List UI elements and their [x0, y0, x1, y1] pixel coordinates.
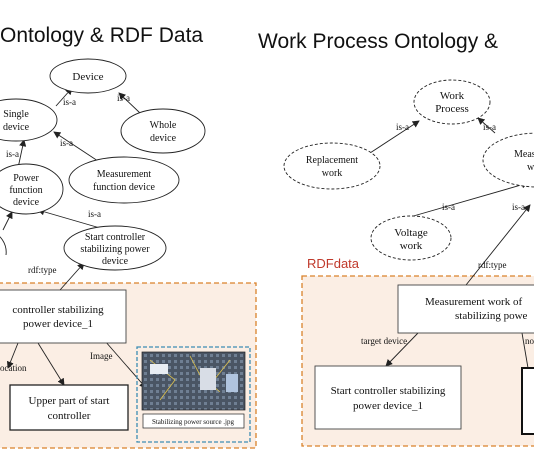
label-isa-r2: is-a — [483, 122, 496, 132]
edge-target-device — [385, 332, 419, 367]
label-image: Image — [90, 351, 113, 361]
label-isa-4: is-a — [6, 149, 19, 159]
edge-voltage-to-meas — [409, 181, 529, 218]
node-measurement-instance: Measurement work of stabilizing powe — [397, 284, 534, 334]
photo-panel-1 — [150, 364, 168, 374]
rdfdata-label: RDFdata — [307, 256, 360, 271]
label-isa-1: is-a — [63, 97, 76, 107]
photo-panel-2 — [200, 368, 216, 390]
meas-instance-line2: stabilizing powe — [455, 310, 528, 322]
node-upper-part: Upper part of start controller — [9, 384, 129, 431]
node-measurement-work-partial: Meas w — [482, 132, 534, 188]
node-single-device-line1: Single — [3, 109, 29, 120]
photo-caption: Stabilizing power source .jpg — [152, 418, 235, 426]
photo-box: Stabilizing power source .jpg — [136, 346, 251, 443]
label-isa-5: is-a — [88, 209, 101, 219]
node-single-device-line2: device — [3, 122, 30, 133]
controller-instance-line1: controller stabilizing — [12, 304, 104, 316]
node-start-line3: device — [102, 256, 129, 267]
node-device-label: Device — [72, 71, 103, 83]
work-process-line1: Work — [440, 90, 465, 102]
upper-part-line1: Upper part of start — [29, 395, 110, 407]
left-title: Ontology & RDF Data — [0, 24, 203, 47]
node-device: Device — [49, 58, 127, 94]
label-rdftype-right: rdf:type — [478, 260, 507, 270]
node-whole-device-line1: Whole — [150, 120, 177, 131]
node-right-partial-box — [521, 367, 534, 435]
meas-partial-line1: Meas — [514, 149, 534, 160]
start-instance-line1: Start controller stabilizing — [331, 385, 446, 397]
node-start-line2: stabilizing power — [80, 244, 150, 255]
label-location: ocation — [0, 363, 27, 373]
edge-no-partial — [521, 332, 529, 369]
photo-panel-3 — [226, 374, 238, 392]
edge-meas-to-work — [477, 117, 496, 134]
node-replacement-work: Replacement work — [283, 142, 381, 190]
node-power-line1: Power — [13, 173, 39, 184]
label-isa-3: is-a — [60, 138, 73, 148]
label-no-partial: no — [525, 336, 534, 346]
edge-replacement-to-work — [369, 120, 420, 154]
replacement-line1: Replacement — [306, 155, 358, 166]
controller-instance-line2: power device_1 — [23, 318, 93, 330]
start-instance-line2: power device_1 — [353, 400, 423, 412]
node-voltage-work: Voltage work — [370, 215, 452, 261]
meas-instance-line1: Measurement work of — [425, 296, 522, 308]
node-work-process: Work Process — [413, 79, 491, 125]
edge-partial-to-power — [2, 211, 13, 231]
label-isa-2: is-a — [117, 93, 130, 103]
replacement-line2: work — [322, 168, 343, 179]
node-power-line3: device — [13, 197, 40, 208]
node-start-line1: Start controller — [85, 232, 146, 243]
label-isa-r1: is-a — [396, 122, 409, 132]
label-rdftype-left: rdf:type — [28, 265, 57, 275]
edge-measure-to-single — [53, 131, 105, 166]
meas-partial-line2: w — [527, 162, 534, 173]
node-controller-instance: controller stabilizing power device_1 — [0, 289, 127, 344]
label-isa-r3: is-a — [442, 202, 455, 212]
label-isa-r4: is-a — [512, 202, 525, 212]
work-process-line2: Process — [435, 103, 469, 115]
edge-instance-type — [59, 262, 85, 291]
label-target-device: target device — [361, 336, 407, 346]
node-measure-line1: Measurement — [97, 169, 152, 180]
node-partial-left — [0, 236, 7, 256]
node-single-device: Single device — [0, 98, 58, 142]
node-measure-line2: function device — [93, 182, 155, 193]
edge-upper-part — [37, 342, 65, 386]
edge-start-to-power — [37, 208, 101, 229]
node-whole-device: Whole device — [120, 108, 206, 154]
edge-power-to-single — [17, 139, 27, 169]
voltage-line2: work — [400, 240, 423, 252]
right-title: Work Process Ontology & — [258, 30, 498, 53]
edge-location — [6, 342, 19, 369]
node-measurement-function-device: Measurement function device — [68, 156, 180, 204]
node-power-line2: function — [9, 185, 42, 196]
node-start-controller-instance: Start controller stabilizing power devic… — [314, 365, 462, 430]
upper-part-line2: controller — [48, 410, 91, 422]
voltage-line1: Voltage — [394, 227, 428, 239]
node-start-controller-device: Start controller stabilizing power devic… — [63, 225, 167, 271]
edge-instance-to-meas — [465, 204, 531, 286]
node-whole-device-line2: device — [150, 133, 177, 144]
edge-whole-to-device — [118, 92, 141, 114]
node-power-function-device: Power function device — [0, 163, 64, 215]
